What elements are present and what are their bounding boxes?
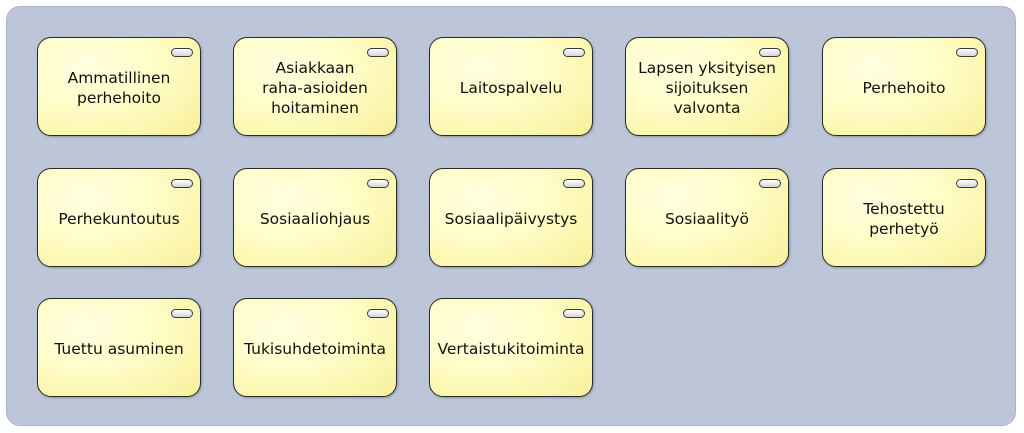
service-label: Tehostettu perhetyö — [863, 199, 945, 238]
service-label: Vertaistukitoiminta — [437, 339, 585, 358]
service-icon — [563, 309, 585, 318]
service-sosiaaliohjaus[interactable]: Sosiaaliohjaus — [233, 168, 397, 267]
service-icon — [367, 179, 389, 188]
service-ammatillinen-perhehoito[interactable]: Ammatillinen perhehoito — [37, 37, 201, 136]
service-label: Lapsen yksityisen sijoituksen valvonta — [638, 58, 776, 117]
service-sosiaalipaivystys[interactable]: Sosiaalipäivystys — [429, 168, 593, 267]
service-perhekuntoutus[interactable]: Perhekuntoutus — [37, 168, 201, 267]
service-icon — [367, 309, 389, 318]
service-icon — [956, 48, 978, 57]
service-label: Ammatillinen perhehoito — [67, 68, 171, 107]
service-icon — [171, 48, 193, 57]
service-vertaistukitoiminta[interactable]: Vertaistukitoiminta — [429, 298, 593, 397]
service-lapsen-yksityisen-sijoituksen-valvonta[interactable]: Lapsen yksityisen sijoituksen valvonta — [625, 37, 789, 136]
service-icon — [171, 179, 193, 188]
service-icon — [563, 48, 585, 57]
service-label: Tuettu asuminen — [54, 339, 184, 358]
service-icon — [759, 48, 781, 57]
service-asiakkaan-raha-asioiden-hoitaminen[interactable]: Asiakkaan raha-asioiden hoitaminen — [233, 37, 397, 136]
service-label: Sosiaalityö — [664, 209, 750, 228]
service-sosiaalityo[interactable]: Sosiaalityö — [625, 168, 789, 267]
service-icon — [367, 48, 389, 57]
service-icon — [759, 179, 781, 188]
service-label: Perhekuntoutus — [58, 209, 180, 228]
service-tukisuhdetoiminta[interactable]: Tukisuhdetoiminta — [233, 298, 397, 397]
service-laitospalvelu[interactable]: Laitospalvelu — [429, 37, 593, 136]
service-icon — [171, 309, 193, 318]
services-group: Ammatillinen perhehoito Asiakkaan raha-a… — [6, 6, 1016, 426]
service-tehostettu-perhetyo[interactable]: Tehostettu perhetyö — [822, 168, 986, 267]
service-label: Sosiaalipäivystys — [444, 209, 578, 228]
service-perhehoito[interactable]: Perhehoito — [822, 37, 986, 136]
service-label: Laitospalvelu — [459, 78, 563, 97]
service-tuettu-asuminen[interactable]: Tuettu asuminen — [37, 298, 201, 397]
service-icon — [563, 179, 585, 188]
service-label: Tukisuhdetoiminta — [244, 339, 386, 358]
service-label: Asiakkaan raha-asioiden hoitaminen — [262, 58, 368, 117]
service-label: Sosiaaliohjaus — [259, 209, 371, 228]
service-icon — [956, 179, 978, 188]
service-label: Perhehoito — [862, 78, 946, 97]
